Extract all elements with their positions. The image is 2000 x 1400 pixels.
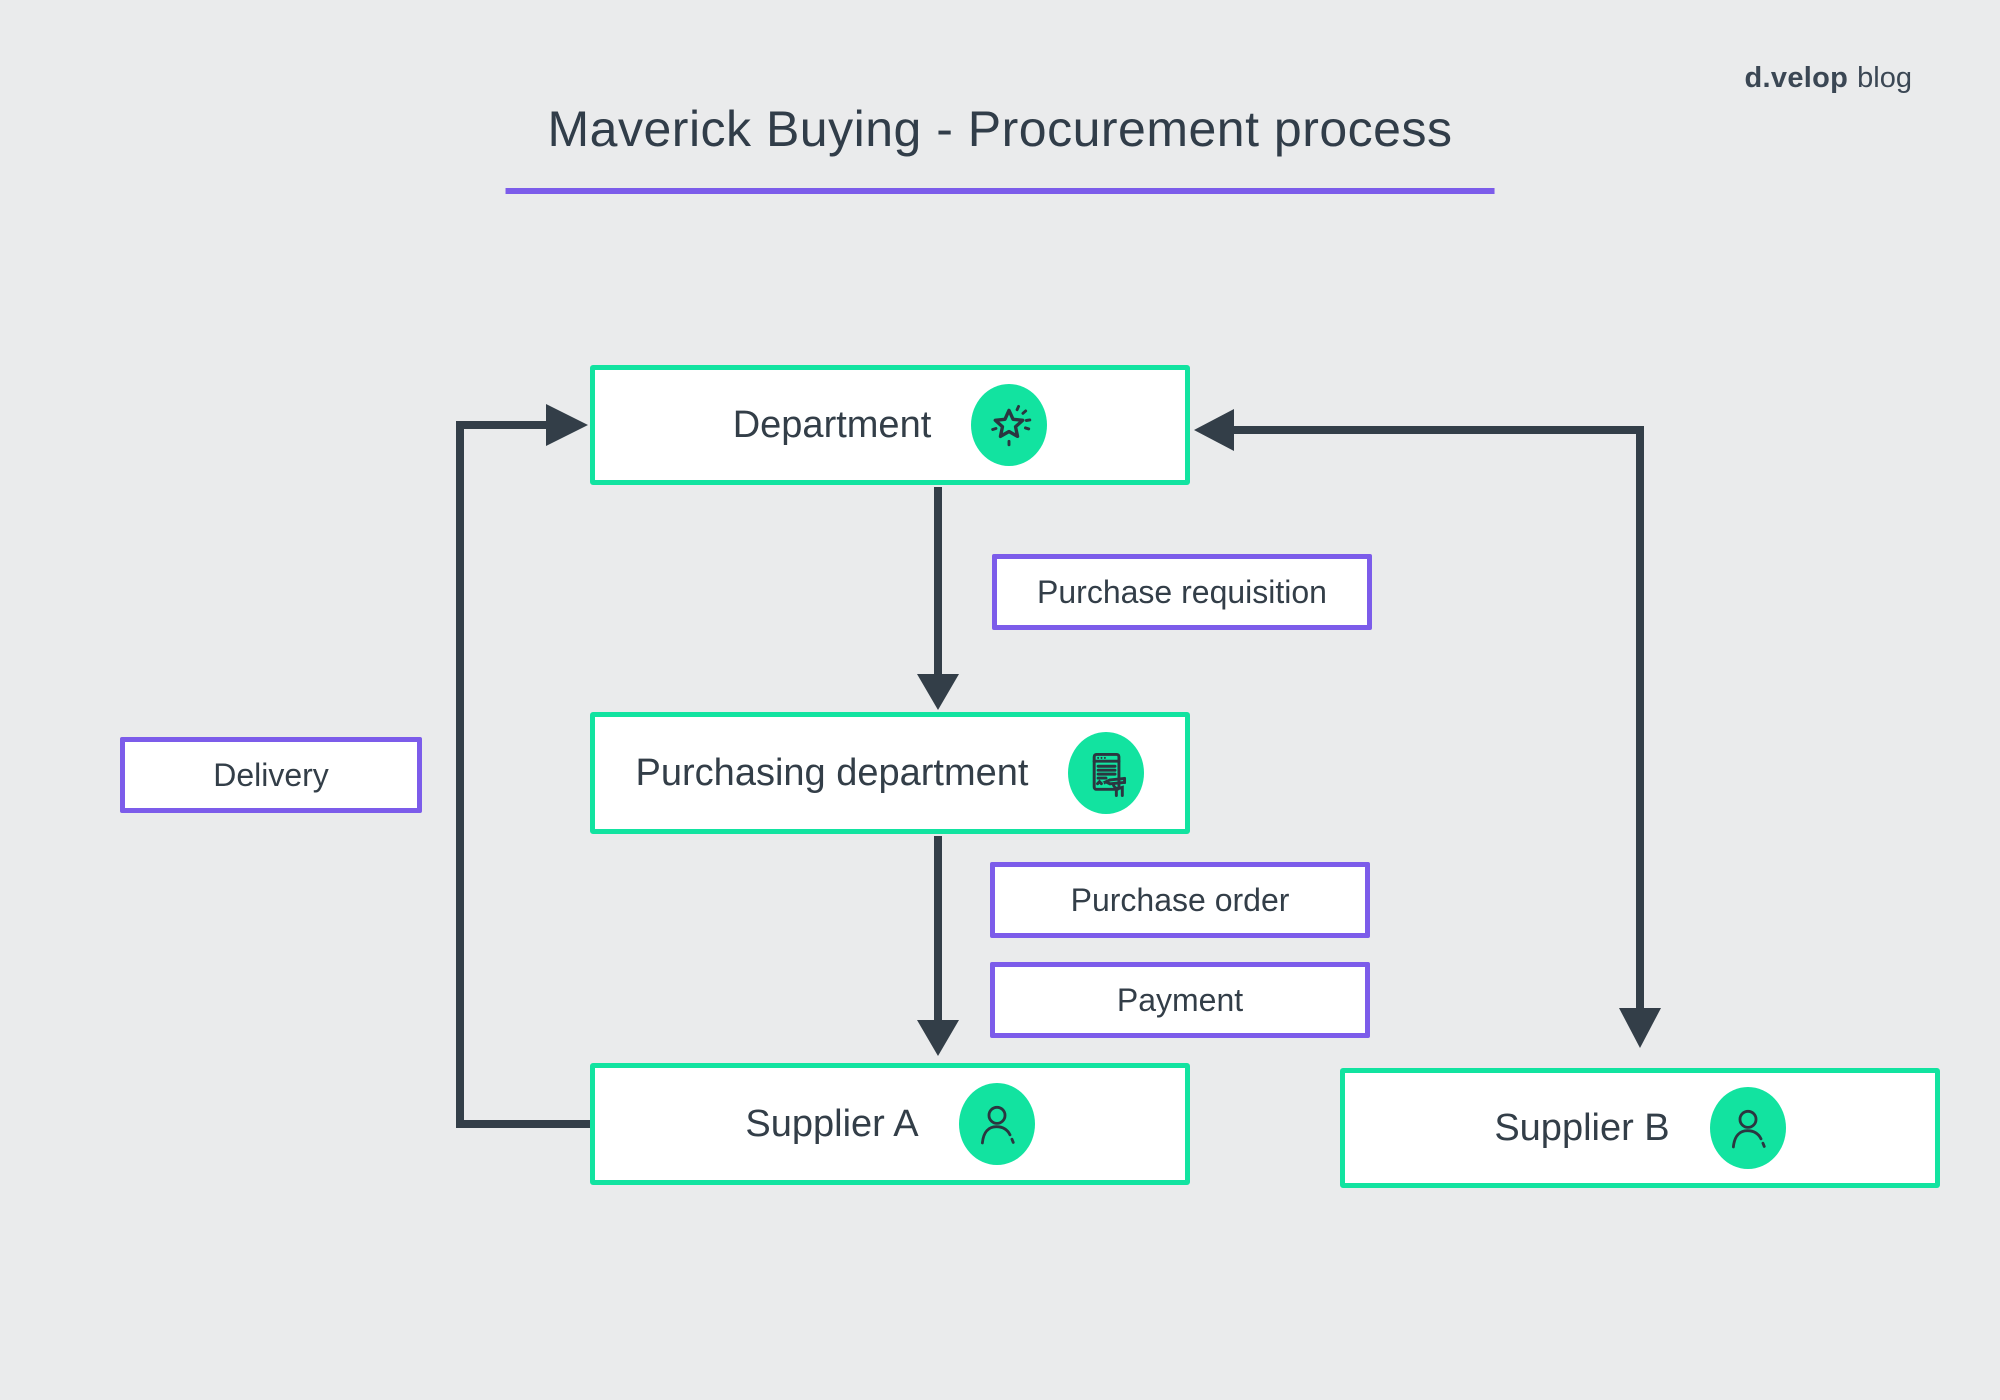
purchase-requisition-label: Purchase requisition (992, 554, 1372, 630)
star-sparkle-icon (971, 384, 1048, 466)
page-title: Maverick Buying - Procurement process (505, 100, 1495, 194)
department-node: Department (590, 365, 1190, 485)
supplier-b-node: Supplier B (1340, 1068, 1940, 1188)
department-label: Department (732, 403, 932, 446)
arrowhead-right-department (546, 404, 588, 446)
arrowhead-left-department (1194, 409, 1234, 451)
contract-signing-icon (1068, 732, 1145, 814)
arrowhead-down-supplier-a (917, 1020, 959, 1056)
logo-suffix: blog (1857, 62, 1912, 94)
purchase-order-label: Purchase order (990, 862, 1370, 938)
supplier-a-node: Supplier A (590, 1063, 1190, 1185)
arrowhead-down-supplier-b (1619, 1008, 1661, 1048)
supplier-a-label: Supplier A (745, 1102, 919, 1145)
delivery-label: Delivery (120, 737, 422, 813)
arrow-supplier-a-to-department-loop (456, 421, 592, 1128)
logo-brand: d.velop (1744, 62, 1849, 94)
purchasing-department-label: Purchasing department (635, 751, 1029, 794)
person-icon (958, 1083, 1035, 1165)
purchasing-department-node: Purchasing department (590, 712, 1190, 834)
arrowhead-down-purchasing (917, 674, 959, 710)
supplier-b-label: Supplier B (1494, 1106, 1670, 1149)
person-icon (1709, 1087, 1786, 1169)
payment-label: Payment (990, 962, 1370, 1038)
